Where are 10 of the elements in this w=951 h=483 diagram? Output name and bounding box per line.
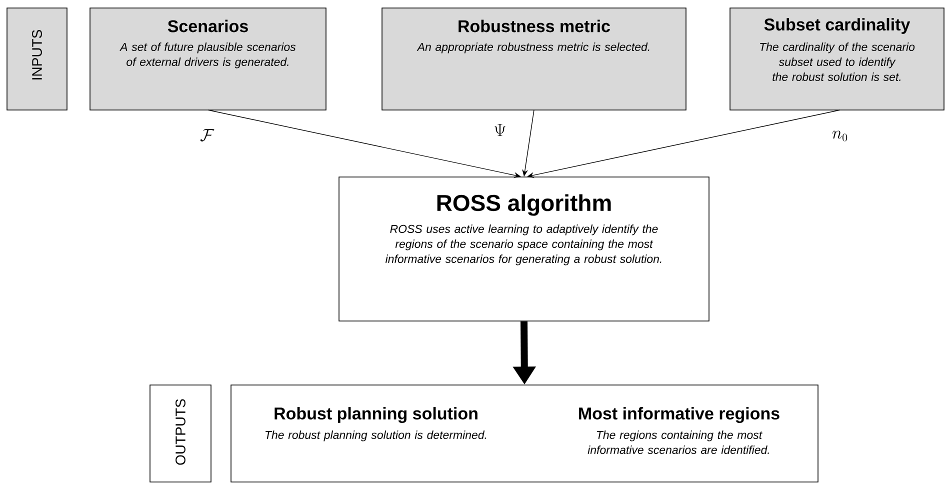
section-box: INPUTS: [6, 8, 68, 110]
input-box: Subset cardinality The cardinality of the scenario subset used to identify the robust solution is set.: [730, 8, 944, 110]
input-box: Scenarios A set of future plausible scenarios of external drivers is generated.: [90, 8, 326, 110]
process-box: ROSS algorithm ROSS uses active learning to adaptively identify the regions of the scenario space containing the most informative scenarios for generating a robust solution.: [338, 176, 710, 322]
output-box: Robust planning solution The robust planning solution is determined. Most informative regions The regions containing the most informative scenarios are identified.: [230, 384, 818, 482]
edge-label: $\mathcal{F}$: [200, 129, 214, 142]
section-box: OUTPUTS: [150, 384, 212, 482]
edge-label: $n_0$: [832, 130, 848, 142]
input-box: Robustness metric An appropriate robustness metric is selected.: [382, 8, 686, 110]
edge-label: $\Psi$: [494, 124, 506, 136]
